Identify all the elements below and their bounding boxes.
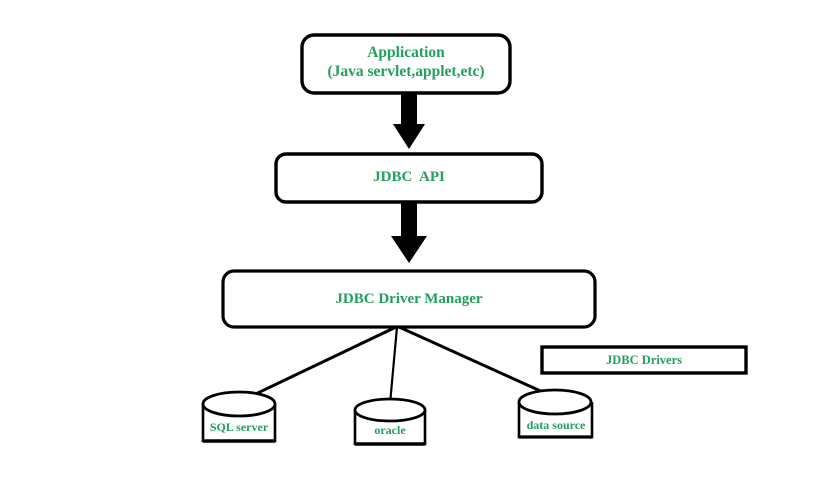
connector-to-data-source [398, 325, 557, 400]
oracle-cylinder[interactable] [353, 397, 427, 446]
connector-to-oracle [388, 326, 399, 405]
connector-to-sql-server [242, 325, 397, 402]
jdbc-drivers-label: JDBC Drivers [605, 353, 683, 367]
driver-manager-label: JDBC Driver Manager [335, 291, 483, 307]
driver-manager-box[interactable] [221, 269, 597, 329]
arrow-application-to-jdbc-api [393, 93, 425, 149]
jdbc-drivers-box[interactable] [540, 345, 748, 375]
data-source-cylinder[interactable] [517, 388, 594, 439]
data-source-label: data source [526, 418, 586, 432]
sql-server-cylinder[interactable] [201, 390, 277, 443]
oracle-label: oracle [374, 423, 406, 437]
application-label: Application (Java servlet,applet,etc) [327, 44, 485, 80]
sql-server-label: SQL server [209, 420, 269, 434]
jdbc-api-label: JDBC API [373, 169, 445, 185]
arrow-jdbc-api-to-driver-manager [391, 201, 427, 263]
